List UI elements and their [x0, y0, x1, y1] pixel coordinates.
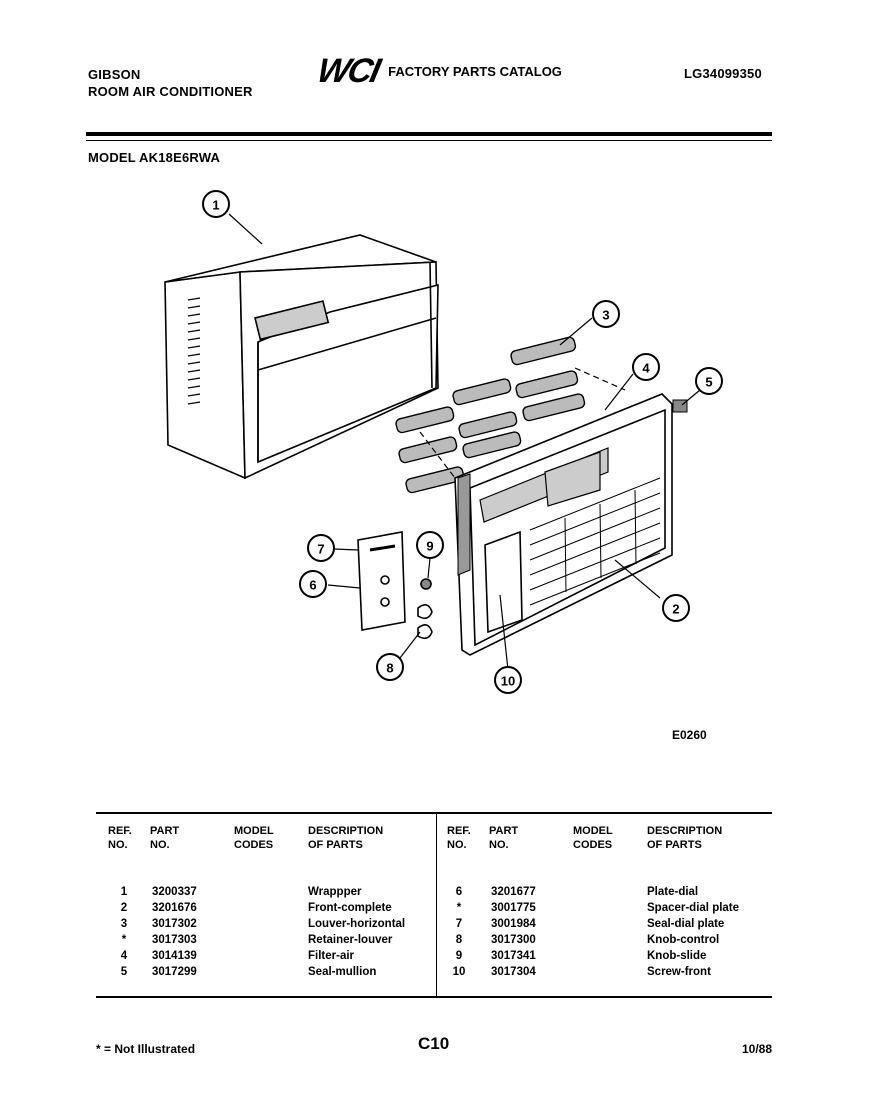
catalog-number: LG34099350: [684, 66, 762, 81]
header-rule: [86, 132, 772, 136]
callout-7: [307, 534, 335, 562]
callout-5-label: 5: [705, 375, 712, 390]
footnote: * = Not Illustrated: [96, 1042, 196, 1056]
callout-4-label: 4: [642, 361, 650, 376]
catalog-title: FACTORY PARTS CATALOG: [388, 63, 562, 79]
brand-name: GIBSON: [88, 67, 141, 82]
cell-ref: 2: [120, 902, 128, 914]
cell-ref: 6: [455, 886, 463, 898]
cell-desc: Plate-dial: [647, 886, 699, 898]
knobs: [417, 578, 433, 640]
cell-desc: Seal-dial plate: [647, 918, 725, 930]
cell-desc: Knob-control: [647, 934, 720, 946]
cell-desc: Retainer-louver: [308, 934, 393, 946]
callout-8: [376, 653, 404, 681]
cell-ref: 5: [120, 966, 128, 978]
catalog-heading: WCI FACTORY PARTS CATALOG: [314, 52, 562, 90]
callout-7-label: 7: [317, 542, 324, 557]
exploded-diagram: 1 2 3 4 5 6 7 8 9 10: [164, 190, 723, 694]
callout-10: [494, 666, 522, 694]
cell-desc: Screw-front: [647, 966, 711, 978]
callout-5: [695, 367, 723, 395]
side-vents: [187, 297, 201, 405]
cell-desc: Louver-horizontal: [308, 918, 406, 930]
cell-part: 3201676: [152, 902, 197, 914]
callout-2: [662, 594, 690, 622]
model-label: MODEL AK18E6RWA: [88, 150, 221, 165]
header-ref: REF.NO.: [108, 825, 132, 851]
cell-part: 3200337: [152, 886, 197, 898]
cell-part: 3001775: [491, 902, 536, 914]
front-grille: [529, 477, 661, 606]
cell-ref: 10: [452, 966, 466, 978]
cell-ref: 4: [120, 950, 128, 962]
callout-1: [202, 190, 230, 218]
cell-part: 3201677: [491, 886, 536, 898]
cell-ref: *: [456, 902, 462, 914]
cell-ref: 7: [455, 918, 463, 930]
dial-plate: [357, 531, 406, 631]
revision-date: 10/88: [742, 1042, 773, 1056]
callout-4: [632, 353, 660, 381]
cell-part: 3017302: [152, 918, 197, 930]
callout-2-label: 2: [672, 602, 679, 617]
cell-desc: Seal-mullion: [308, 966, 377, 978]
cell-ref: 3: [120, 918, 128, 930]
callout-6-label: 6: [309, 578, 316, 593]
louvers: [395, 336, 586, 494]
cell-desc: Wrappper: [308, 886, 362, 898]
cell-desc: Knob-slide: [647, 950, 707, 962]
cell-ref: *: [121, 934, 127, 946]
brand-block: GIBSON ROOM AIR CONDITIONER: [88, 66, 253, 100]
callout-6: [299, 570, 327, 598]
header-ref: REF.NO.: [447, 825, 471, 851]
cabinet-wrapper: [164, 234, 439, 480]
header-rule-thin: [86, 140, 772, 141]
cell-part: 3017300: [491, 934, 536, 946]
callout-3: [592, 300, 620, 328]
callout-10-label: 10: [501, 674, 515, 689]
cell-part: 3001984: [491, 918, 536, 930]
callout-1-label: 1: [212, 198, 219, 213]
page-number: C10: [418, 1034, 450, 1053]
cell-desc: Spacer-dial plate: [647, 902, 740, 914]
cell-part: 3017303: [152, 934, 197, 946]
callout-9-label: 9: [426, 539, 433, 554]
cell-desc: Filter-air: [308, 950, 355, 962]
figure-code: E0260: [672, 728, 707, 742]
leader-lines: [228, 213, 701, 671]
product-line: ROOM AIR CONDITIONER: [88, 84, 253, 99]
callout-9: [416, 531, 444, 559]
cell-part: 3014139: [152, 950, 197, 962]
cell-part: 3017304: [491, 966, 536, 978]
cell-part: 3017341: [491, 950, 536, 962]
callout-3-label: 3: [602, 308, 609, 323]
cell-ref: 9: [455, 950, 463, 962]
cell-desc: Front-complete: [308, 902, 392, 914]
seal-mullion: [672, 399, 688, 413]
callout-bubbles: [202, 190, 723, 694]
cell-part: 3017299: [152, 966, 197, 978]
filter-air-outline: [419, 367, 626, 479]
callout-8-label: 8: [386, 661, 393, 676]
front-panel: [454, 393, 673, 656]
cell-ref: 1: [120, 886, 128, 898]
cell-ref: 8: [455, 934, 463, 946]
